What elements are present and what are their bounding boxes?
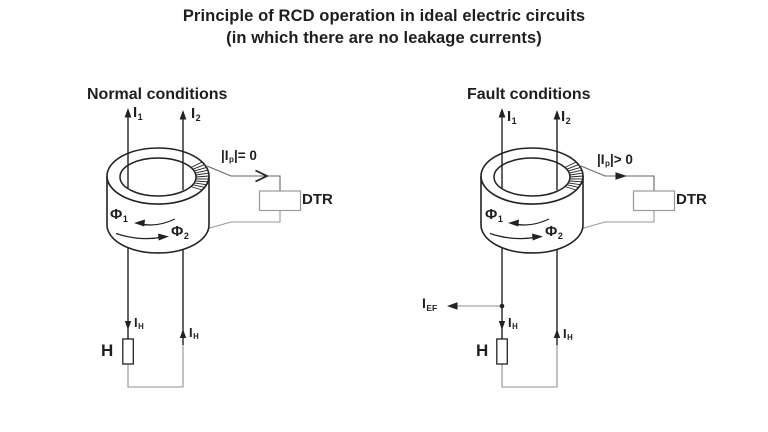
load-label-normal: H <box>101 341 114 360</box>
ih-left-label-normal: IH <box>134 316 144 332</box>
ip-equation-normal: |Ip|= 0 <box>221 148 257 165</box>
phi2-label-fault: Φ2 <box>545 224 563 241</box>
label-sub: 1 <box>137 111 143 122</box>
label-sub: 2 <box>195 112 201 123</box>
i1-label-normal: I1 <box>133 105 143 122</box>
label-post: |= 0 <box>233 148 257 163</box>
label-sub: H <box>512 322 518 332</box>
label-pre: |I <box>597 152 605 167</box>
label-base: Φ <box>545 223 558 240</box>
label-base: I <box>189 325 193 340</box>
dtr-label-fault: DTR <box>676 191 707 208</box>
label-sub: p <box>229 155 234 165</box>
heading-fault-conditions: Fault conditions <box>467 86 591 103</box>
ih-left-label-fault: IH <box>508 316 518 332</box>
normal-circuit-art <box>106 107 302 388</box>
i2-label-fault: I2 <box>561 109 571 126</box>
phi2-label-normal: Φ2 <box>171 224 189 241</box>
ih-right-label-fault: IH <box>563 327 573 343</box>
i2-label-normal: I2 <box>191 106 201 123</box>
ip-positive-arrow-icon <box>615 172 627 180</box>
label-base: I <box>191 105 196 122</box>
label-sub: 2 <box>183 230 189 241</box>
label-post: |> 0 <box>609 152 633 167</box>
ief-label-fault: IEF <box>422 296 437 312</box>
label-sub: H <box>567 333 573 343</box>
label-sub: 2 <box>557 230 563 241</box>
label-base: Φ <box>485 206 498 223</box>
label-sub: 1 <box>511 115 517 126</box>
i1-label-fault: I1 <box>507 109 517 126</box>
label-base: I <box>507 108 512 125</box>
label-sub: 1 <box>497 213 503 224</box>
label-sub: p <box>605 159 610 169</box>
label-pre: |I <box>221 148 229 163</box>
phi1-label-fault: Φ1 <box>485 207 503 224</box>
fault-circuit-art <box>480 107 676 388</box>
label-base: I <box>133 104 138 121</box>
label-sub: H <box>193 332 199 342</box>
label-base: I <box>508 315 512 330</box>
label-base: I <box>134 315 138 330</box>
title-line-2: (in which there are no leakage currents) <box>226 29 542 47</box>
heading-normal-conditions: Normal conditions <box>87 86 228 103</box>
load-label-fault: H <box>476 341 489 360</box>
label-base: I <box>561 108 566 125</box>
phi1-label-normal: Φ1 <box>110 207 128 224</box>
label-base: I <box>422 295 426 311</box>
title-line-1: Principle of RCD operation in ideal elec… <box>182 7 586 25</box>
label-base: Φ <box>110 206 123 223</box>
dtr-label-normal: DTR <box>302 191 333 208</box>
label-sub: 2 <box>565 115 571 126</box>
label-base: Φ <box>171 223 184 240</box>
ip-zero-arrow-icon <box>255 169 269 183</box>
label-sub: EF <box>426 302 438 313</box>
label-sub: H <box>138 322 144 332</box>
ip-equation-fault: |Ip|> 0 <box>597 152 633 169</box>
label-sub: 1 <box>122 213 128 224</box>
ih-right-label-normal: IH <box>189 326 199 342</box>
label-base: I <box>563 326 567 341</box>
earth-fault-branch <box>447 302 505 310</box>
